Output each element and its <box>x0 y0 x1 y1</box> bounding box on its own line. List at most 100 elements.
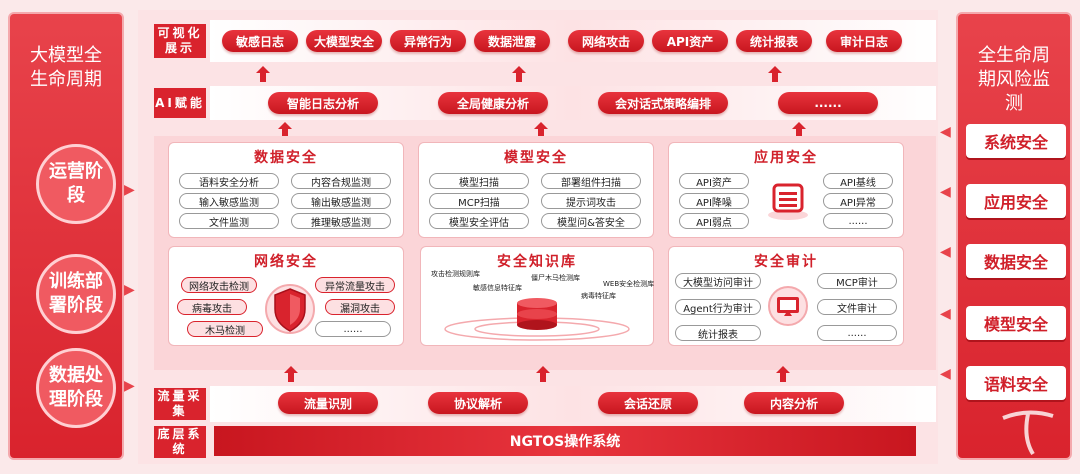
audit-item: 统计报表 <box>675 325 761 341</box>
chevron-right-icon: ▶ <box>124 182 135 198</box>
app-security-item: API资产 <box>679 173 749 189</box>
up-arrow-icon <box>278 122 292 138</box>
data-security-item: 推理敏感监测 <box>291 213 391 229</box>
model-security-item: 模型扫描 <box>429 173 529 189</box>
stage-training: 训练部署阶段 <box>36 254 116 334</box>
lifecycle-panel: 大模型全生命周期 运营阶段 训练部署阶段 数据处理阶段 <box>8 12 124 460</box>
network-security-item: 木马检测 <box>187 321 263 337</box>
data-security-panel: 数据安全 语料安全分析 内容合规监测 输入敏感监测 输出敏感监测 文件监测 推理… <box>168 142 404 238</box>
model-security-item: MCP扫描 <box>429 193 529 209</box>
monitor-icon <box>768 286 808 326</box>
model-security-item: 部署组件扫描 <box>541 173 641 189</box>
viz-item: 网络攻击 <box>568 30 644 52</box>
audit-item: Agent行为审计 <box>675 299 761 315</box>
up-arrow-icon <box>256 66 270 82</box>
knowledge-base-panel: 安全知识库 攻击检测规则库 敏感信息特征库 僵尸木马检测库 WEB安全检测库 病… <box>420 246 654 346</box>
audit-panel: 安全审计 大模型访问审计 MCP审计 Agent行为审计 文件审计 统计报表 .… <box>668 246 904 346</box>
chevron-left-icon: ◀ <box>940 366 951 382</box>
audit-item: MCP审计 <box>817 273 897 289</box>
up-arrow-icon <box>792 122 806 138</box>
data-security-item: 内容合规监测 <box>291 173 391 189</box>
risk-monitor-panel: 全生命周期风险监测 系统安全 应用安全 数据安全 模型安全 语料安全 <box>956 12 1072 460</box>
app-security-item: ...... <box>823 213 893 229</box>
network-security-item: 网络攻击检测 <box>181 277 257 293</box>
knowledge-item: WEB安全检测库 <box>603 280 655 288</box>
stage-data-processing: 数据处理阶段 <box>36 348 116 428</box>
app-security-panel: 应用安全 API资产 API基线 API降噪 API异常 API弱点 .....… <box>668 142 904 238</box>
risk-monitor-title: 全生命周期风险监测 <box>978 45 1050 114</box>
chevron-right-icon: ▶ <box>124 282 135 298</box>
traffic-label: 流量采集 <box>154 388 206 420</box>
stage-operation: 运营阶段 <box>36 144 116 224</box>
ai-item: ...... <box>778 92 878 114</box>
up-arrow-icon <box>534 122 548 138</box>
app-security-item: API弱点 <box>679 213 749 229</box>
traffic-item: 会话还原 <box>598 392 698 414</box>
ai-item: 智能日志分析 <box>268 92 378 114</box>
knowledge-item: 僵尸木马检测库 <box>531 274 580 282</box>
brand-mark-icon <box>1002 410 1054 456</box>
data-security-title: 数据安全 <box>254 150 318 166</box>
knowledge-item: 攻击检测规则库 <box>431 270 480 278</box>
up-arrow-icon <box>536 366 550 382</box>
viz-label: 可视化展示 <box>154 24 206 58</box>
chevron-right-icon: ▶ <box>124 378 135 394</box>
network-security-panel: 网络安全 网络攻击检测 异常流量攻击 病毒攻击 漏洞攻击 木马检测 ...... <box>168 246 404 346</box>
architecture-main: 可视化展示 敏感日志 大模型安全 异常行为 数据泄露 网络攻击 API资产 统计… <box>138 10 938 464</box>
ai-item: 全局健康分析 <box>438 92 548 114</box>
ai-label: AI赋能 <box>154 88 206 118</box>
traffic-item: 流量识别 <box>278 392 378 414</box>
chevron-left-icon: ◀ <box>940 306 951 322</box>
model-security-item: 提示词攻击 <box>541 193 641 209</box>
viz-item: 审计日志 <box>826 30 902 52</box>
audit-title: 安全审计 <box>754 254 818 270</box>
up-arrow-icon <box>284 366 298 382</box>
risk-item-system: 系统安全 <box>966 124 1066 158</box>
app-calendar-icon <box>768 183 808 220</box>
model-security-panel: 模型安全 模型扫描 部署组件扫描 MCP扫描 提示词攻击 模型安全评估 模型问&… <box>418 142 654 238</box>
data-security-item: 语料安全分析 <box>179 173 279 189</box>
viz-item: API资产 <box>652 30 728 52</box>
network-security-title: 网络安全 <box>254 254 318 270</box>
data-security-item: 输出敏感监测 <box>291 193 391 209</box>
chevron-left-icon: ◀ <box>940 184 951 200</box>
model-security-item: 模型安全评估 <box>429 213 529 229</box>
network-security-item: ...... <box>315 321 391 337</box>
database-icon <box>444 298 630 341</box>
viz-item: 大模型安全 <box>306 30 382 52</box>
viz-item: 数据泄露 <box>474 30 550 52</box>
app-security-item: API异常 <box>823 193 893 209</box>
base-label: 底层系统 <box>154 426 206 458</box>
app-security-item: API降噪 <box>679 193 749 209</box>
knowledge-item: 病毒特征库 <box>581 292 616 300</box>
chevron-left-icon: ◀ <box>940 244 951 260</box>
network-security-item: 病毒攻击 <box>177 299 247 315</box>
data-security-item: 文件监测 <box>179 213 279 229</box>
risk-item-app: 应用安全 <box>966 184 1066 218</box>
model-security-item: 模型问&答安全 <box>541 213 641 229</box>
audit-item: 大模型访问审计 <box>675 273 761 289</box>
shield-icon <box>265 284 315 334</box>
audit-item: ...... <box>817 325 897 341</box>
traffic-item: 内容分析 <box>744 392 844 414</box>
viz-item: 敏感日志 <box>222 30 298 52</box>
os-bar: NGTOS操作系统 <box>214 426 916 456</box>
risk-item-data: 数据安全 <box>966 244 1066 278</box>
ai-item: 会对话式策略编排 <box>598 92 728 114</box>
chevron-left-icon: ◀ <box>940 124 951 140</box>
audit-item: 文件审计 <box>817 299 897 315</box>
up-arrow-icon <box>768 66 782 82</box>
model-security-title: 模型安全 <box>504 150 568 166</box>
risk-item-corpus: 语料安全 <box>966 366 1066 400</box>
knowledge-base-title: 安全知识库 <box>497 254 577 270</box>
network-security-item: 漏洞攻击 <box>325 299 395 315</box>
risk-item-model: 模型安全 <box>966 306 1066 340</box>
viz-item: 统计报表 <box>736 30 812 52</box>
viz-item: 异常行为 <box>390 30 466 52</box>
network-security-item: 异常流量攻击 <box>315 277 395 293</box>
up-arrow-icon <box>512 66 526 82</box>
knowledge-item: 敏感信息特征库 <box>473 284 522 292</box>
app-security-title: 应用安全 <box>754 150 818 166</box>
up-arrow-icon <box>776 366 790 382</box>
traffic-item: 协议解析 <box>428 392 528 414</box>
